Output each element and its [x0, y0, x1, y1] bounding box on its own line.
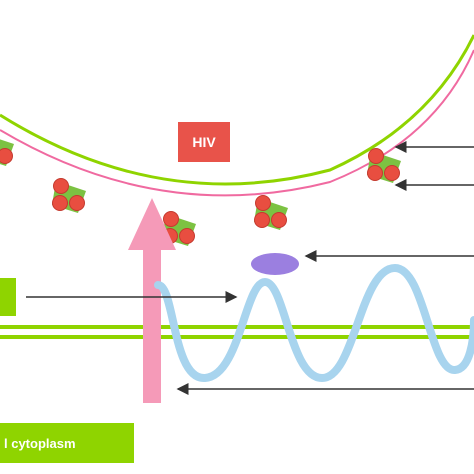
cytoplasm-label-box	[0, 423, 134, 463]
protein-cluster-icon	[51, 178, 87, 214]
hiv-membrane-inner	[0, 49, 474, 197]
purple-oval-icon	[251, 253, 299, 275]
receptor-wave	[154, 263, 474, 383]
entry-arrow-head	[128, 198, 176, 250]
hiv-membrane-outer	[0, 34, 474, 186]
protein-cluster-icon	[253, 195, 289, 231]
hiv-label: HIV	[192, 134, 216, 150]
left-label-box	[0, 278, 16, 316]
cell-membrane-line-top	[0, 325, 474, 329]
entry-arrow-shaft	[143, 245, 161, 403]
cytoplasm-label: l cytoplasm	[4, 436, 76, 451]
hiv-label-box	[178, 122, 230, 162]
